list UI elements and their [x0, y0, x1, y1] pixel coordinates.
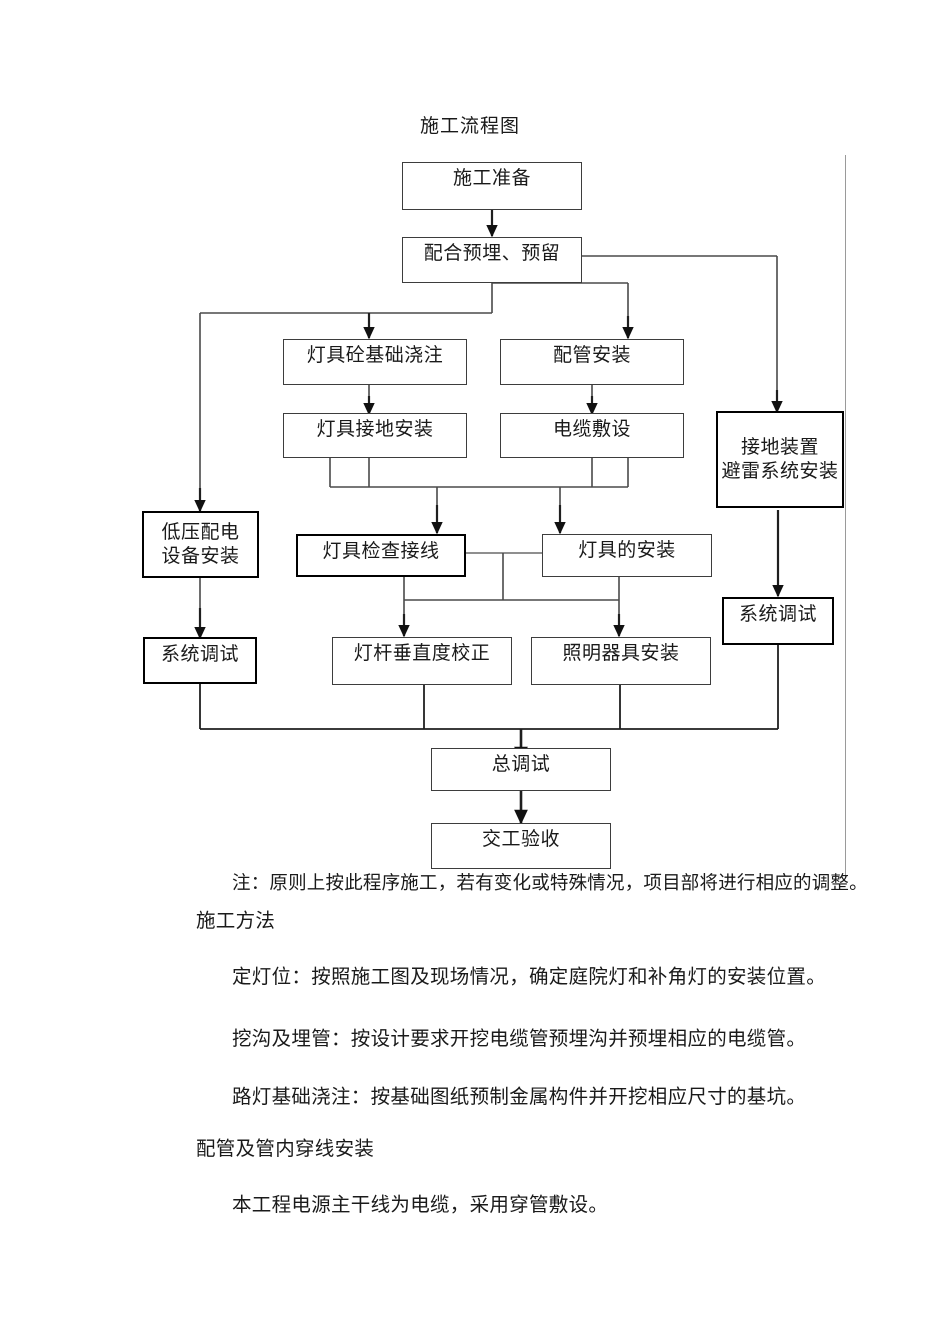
node-lamp-installation[interactable]: 灯具的安装: [542, 534, 712, 577]
node-label: 灯具的安装: [578, 540, 676, 561]
node-label: 配管安装: [552, 345, 631, 366]
node-label: 灯杆垂直度校正: [353, 643, 491, 664]
body-paragraph: 配管及管内穿线安装: [196, 1139, 375, 1160]
node-construction-preparation[interactable]: 施工准备: [402, 162, 582, 210]
chart-title: 施工流程图: [420, 116, 521, 137]
flowchart-connectors: [194, 209, 784, 825]
node-overall-commissioning[interactable]: 总调试: [431, 748, 611, 791]
node-label: 照明器具安装: [562, 643, 680, 664]
construction-flowchart: 施工流程图 施工准备 配合预埋、预留 灯具砼基础浇注 配管安装 灯具接地安装 电…: [142, 116, 868, 894]
node-pole-verticality-correction[interactable]: 灯杆垂直度校正: [332, 637, 512, 685]
node-lighting-fixture-installation[interactable]: 照明器具安装: [531, 637, 711, 685]
node-lamp-inspection-wiring[interactable]: 灯具检查接线: [296, 534, 466, 577]
node-label: 施工准备: [452, 168, 531, 189]
node-label: 灯具接地安装: [316, 419, 434, 440]
node-label: 交工验收: [481, 829, 560, 850]
body-paragraph: 路灯基础浇注：按基础图纸预制金属构件并开挖相应尺寸的基坑。: [232, 1087, 807, 1108]
node-conduit-installation[interactable]: 配管安装: [500, 339, 684, 385]
body-paragraph: 本工程电源主干线为电缆，采用穿管敷设。: [232, 1195, 609, 1216]
node-label: 灯具砼基础浇注: [306, 345, 444, 366]
node-system-commissioning-left[interactable]: 系统调试: [143, 637, 257, 684]
node-system-commissioning-right[interactable]: 系统调试: [722, 597, 834, 645]
node-label: 电缆敷设: [552, 419, 631, 440]
node-label: 接地装置 避雷系统安装: [721, 436, 839, 482]
node-grounding-lightning-protection[interactable]: 接地装置 避雷系统安装: [716, 411, 844, 508]
node-label: 灯具检查接线: [322, 541, 440, 562]
node-lamp-concrete-foundation[interactable]: 灯具砼基础浇注: [283, 339, 467, 385]
body-paragraph: 施工方法: [196, 911, 276, 932]
node-label: 配合预埋、预留: [423, 243, 561, 264]
chart-note: 注：原则上按此程序施工，若有变化或特殊情况，项目部将进行相应的调整。: [232, 874, 868, 894]
node-lamp-grounding-installation[interactable]: 灯具接地安装: [283, 413, 467, 458]
node-label: 系统调试: [160, 644, 239, 665]
body-paragraph: 定灯位：按照施工图及现场情况，确定庭院灯和补角灯的安装位置。: [232, 967, 827, 988]
body-paragraph: 挖沟及埋管：按设计要求开挖电缆管预埋沟并预埋相应的电缆管。: [232, 1029, 807, 1050]
node-embedded-reserved[interactable]: 配合预埋、预留: [402, 237, 582, 283]
node-handover-acceptance[interactable]: 交工验收: [431, 823, 611, 869]
node-label: 系统调试: [738, 604, 817, 625]
node-low-voltage-distribution[interactable]: 低压配电 设备安装: [142, 511, 259, 578]
page-margin-rule: [845, 155, 846, 877]
node-label: 低压配电 设备安装: [161, 521, 240, 567]
node-cable-laying[interactable]: 电缆敷设: [500, 413, 684, 458]
node-label: 总调试: [491, 754, 551, 775]
